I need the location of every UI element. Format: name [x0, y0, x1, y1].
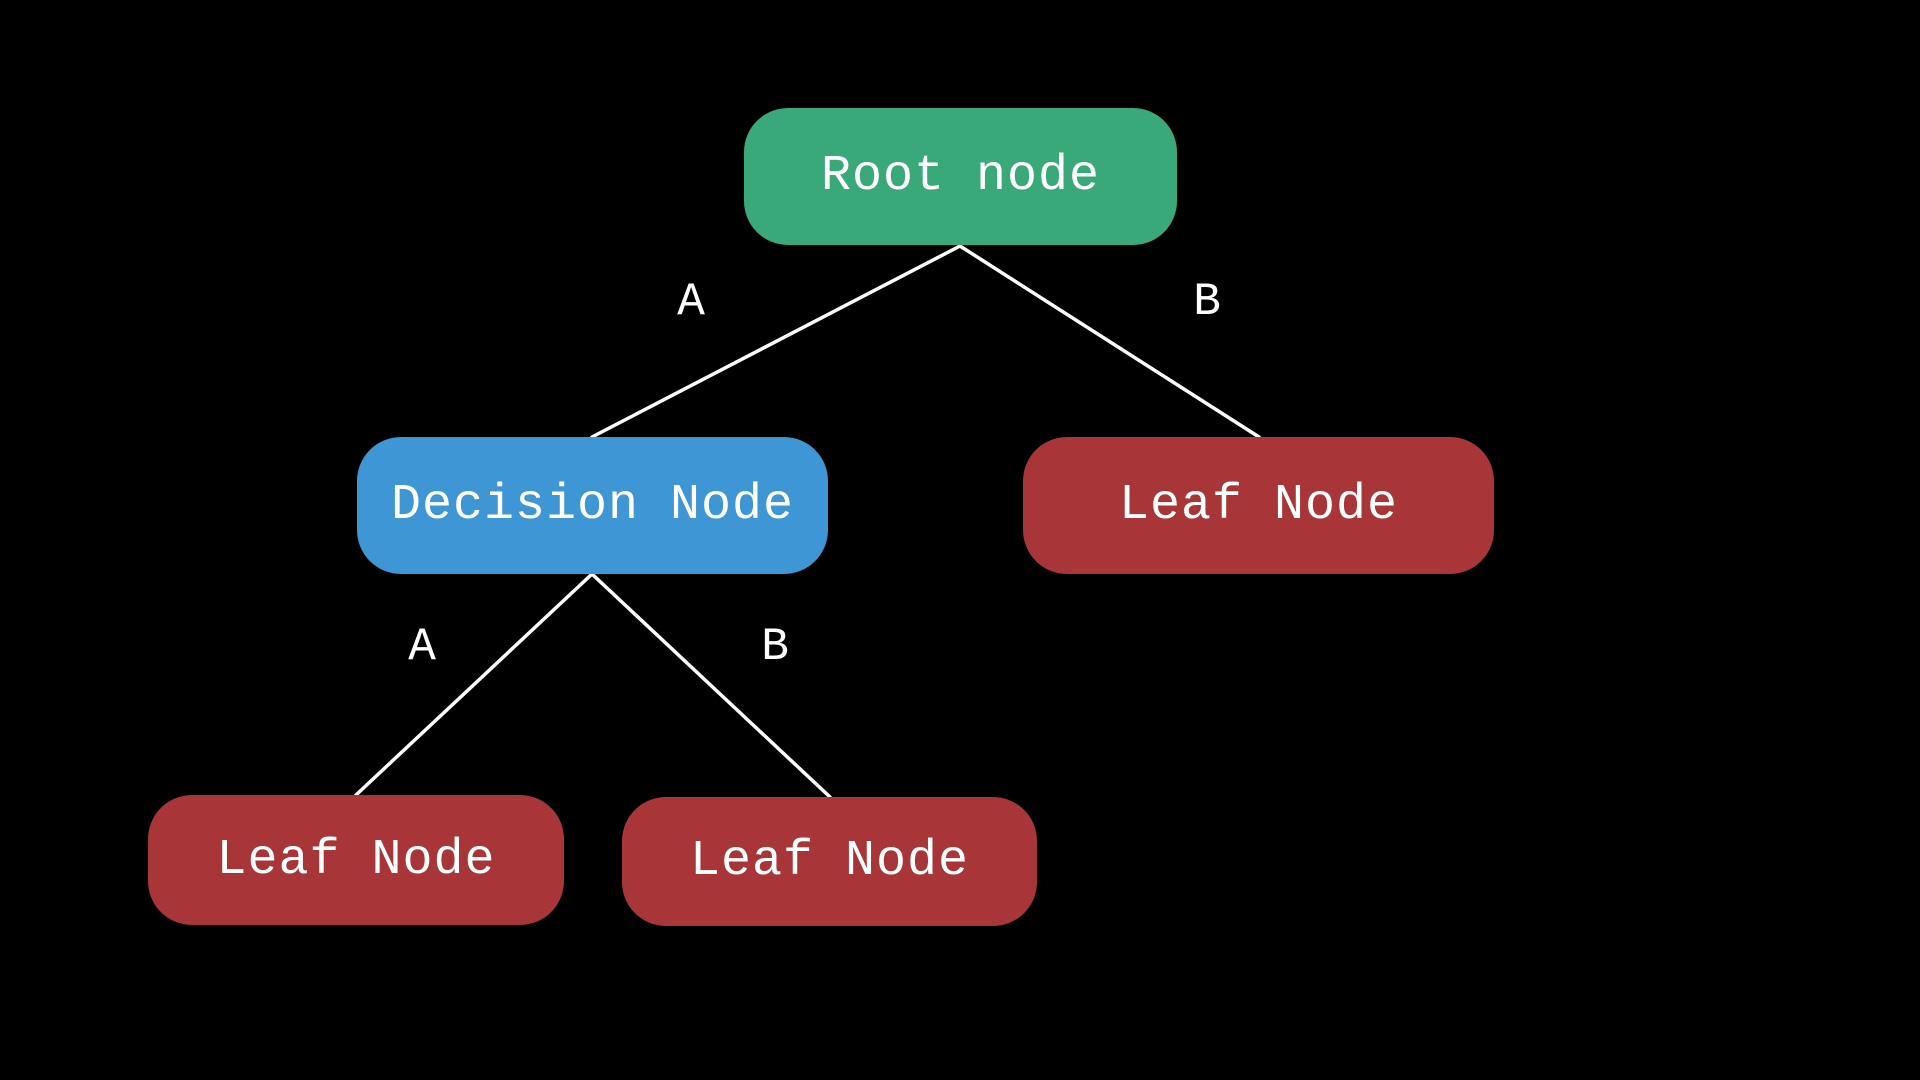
- leaf-node-left-right: Leaf Node: [622, 797, 1037, 926]
- edge-decision-to-leaf-right: [590, 572, 832, 799]
- leaf-node-right: Leaf Node: [1023, 437, 1494, 574]
- edge-root-to-decision: [590, 244, 962, 439]
- edge-decision-to-leaf-left: [354, 572, 594, 797]
- edge-label-decision-b: B: [761, 621, 789, 673]
- root-node: Root node: [744, 108, 1177, 245]
- edge-label-root-b: B: [1193, 276, 1221, 328]
- edge-label-root-a: A: [677, 276, 705, 328]
- decision-node: Decision Node: [357, 437, 828, 574]
- leaf-node-left-left: Leaf Node: [148, 795, 564, 925]
- edge-label-decision-a: A: [408, 621, 436, 673]
- edge-root-to-leaf-right: [958, 244, 1261, 439]
